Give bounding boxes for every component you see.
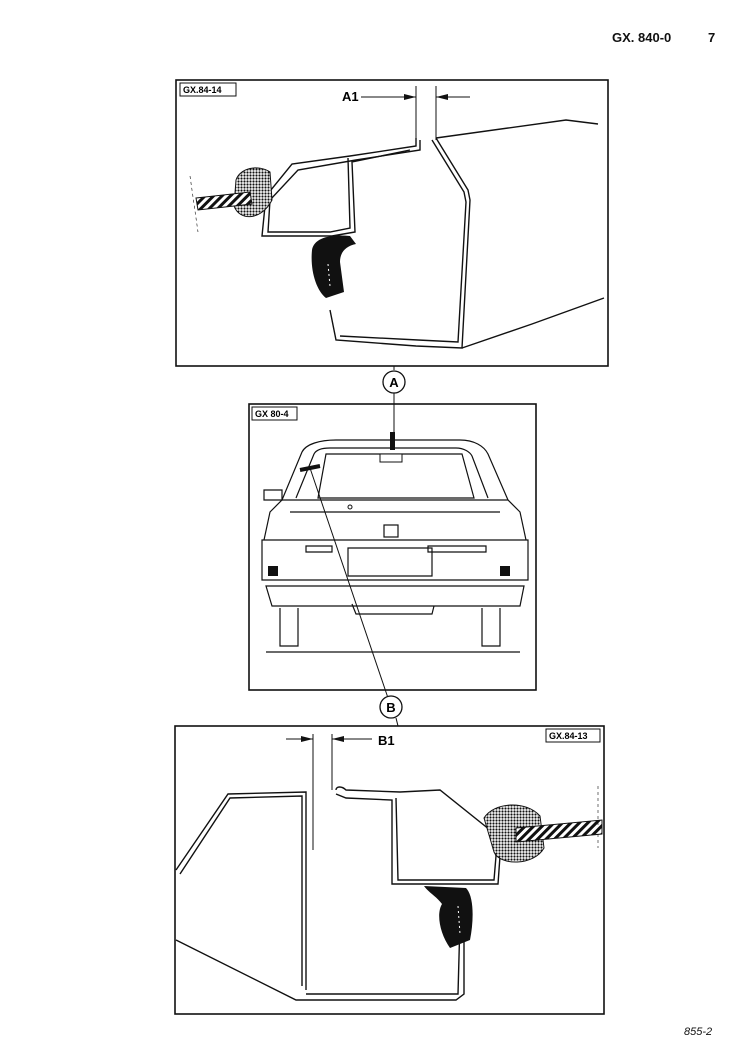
- panel-b-tag: GX.84-13: [549, 731, 588, 741]
- car-rear-outline: [261, 439, 529, 653]
- panel-a-tag: GX.84-14: [183, 85, 222, 95]
- dimension-a1-label: A1: [342, 89, 359, 104]
- weatherstrip-seal-a: [233, 167, 273, 217]
- dimension-b1-label: B1: [378, 733, 395, 748]
- door-panel-section-a: [261, 119, 605, 349]
- trim-cord-b: [515, 819, 603, 843]
- detail-panel-b: GX.84-13 B1: [174, 725, 605, 1015]
- page-number: 7: [708, 30, 716, 45]
- svg-text:A: A: [389, 375, 399, 390]
- weatherstrip-seal-b: [483, 804, 545, 863]
- document-code: GX. 840-0: [612, 30, 672, 45]
- callout-b: B: [309, 467, 403, 727]
- rubber-profile-b: [424, 886, 473, 948]
- callout-a: A: [382, 366, 406, 450]
- panel-vehicle-tag: GX 80-4: [255, 409, 289, 419]
- rubber-profile-a: [311, 235, 356, 298]
- trim-cord-a: [195, 191, 253, 211]
- page-reference: 855-2: [684, 1026, 713, 1038]
- svg-text:B: B: [386, 700, 395, 715]
- detail-panel-a: GX.84-14 A1: [175, 79, 609, 367]
- vehicle-rear-view-panel: GX 80-4: [248, 403, 537, 691]
